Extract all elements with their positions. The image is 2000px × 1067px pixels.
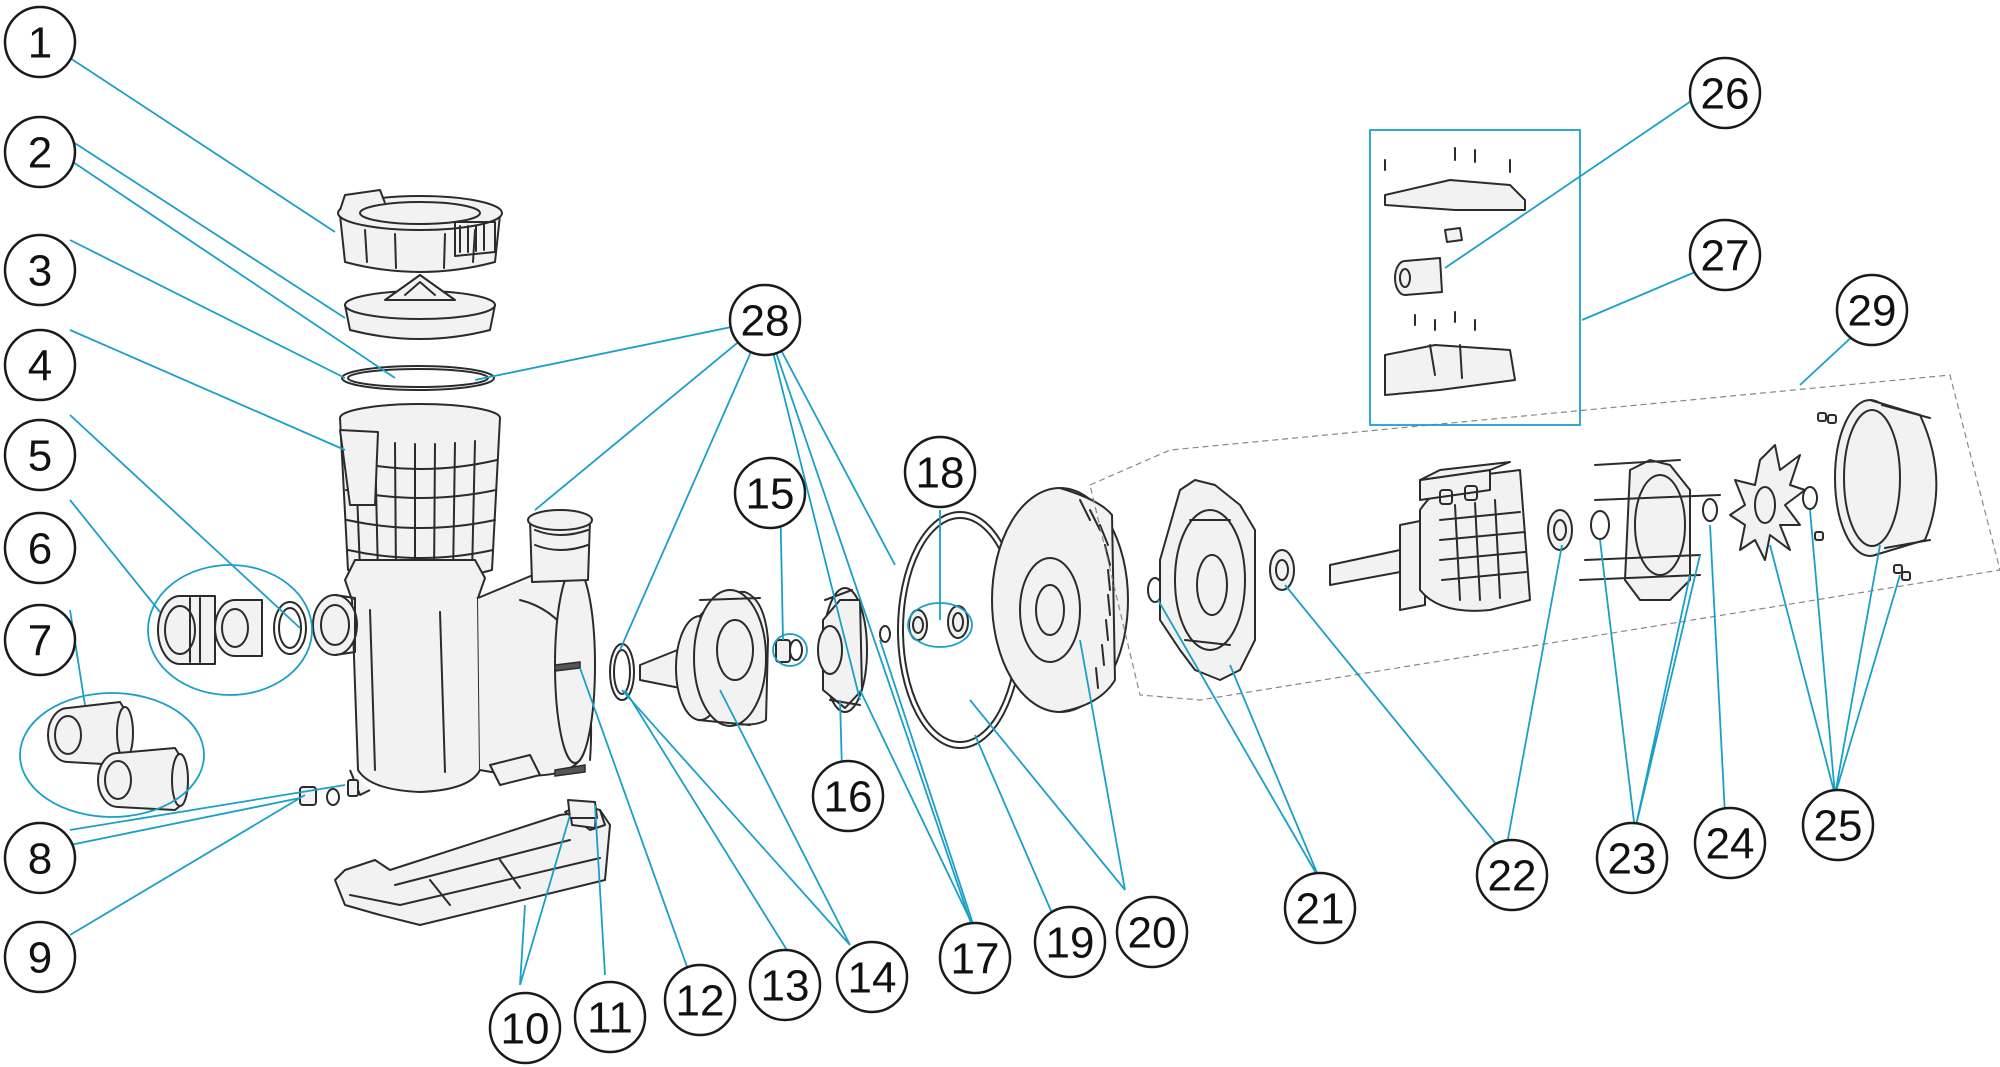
svg-text:8: 8	[28, 835, 52, 884]
part-strainer-basket	[339, 403, 501, 583]
callout-17: 17	[938, 921, 1012, 995]
callout-24: 24	[1693, 806, 1767, 880]
part-lid-ring	[337, 189, 503, 273]
part-suction-port	[312, 594, 358, 656]
part-drain-plug	[299, 779, 359, 806]
union-set-highlight	[147, 564, 313, 696]
callout-4: 4	[3, 328, 77, 402]
svg-text:9: 9	[28, 934, 52, 983]
part-rear-cover	[1579, 459, 1721, 601]
svg-text:18: 18	[916, 449, 965, 498]
terminal-box-frame	[1369, 129, 1581, 426]
svg-text:17: 17	[951, 935, 1000, 984]
svg-text:25: 25	[1814, 802, 1863, 851]
callout-2: 2	[3, 115, 77, 189]
callout-11: 11	[573, 980, 647, 1054]
callout-3: 3	[3, 233, 77, 307]
callout-23: 23	[1595, 821, 1669, 895]
svg-text:1: 1	[28, 19, 52, 68]
part-pump-base	[334, 799, 611, 926]
svg-text:27: 27	[1701, 232, 1750, 281]
callout-26: 26	[1688, 56, 1762, 130]
callout-10: 10	[488, 991, 562, 1065]
svg-text:26: 26	[1701, 70, 1750, 119]
callout-1: 1	[3, 5, 77, 79]
callout-6: 6	[3, 511, 77, 585]
callout-20: 20	[1115, 895, 1189, 969]
callout-27: 27	[1688, 218, 1762, 292]
part-motor-stator	[1329, 461, 1531, 612]
svg-text:28: 28	[741, 297, 790, 346]
svg-text:19: 19	[1046, 919, 1095, 968]
svg-text:3: 3	[28, 247, 52, 296]
svg-text:7: 7	[28, 617, 52, 666]
svg-text:11: 11	[587, 994, 633, 1043]
svg-text:5: 5	[28, 432, 52, 481]
callout-13: 13	[748, 948, 822, 1022]
part-mechanical-seal	[775, 639, 803, 663]
svg-text:23: 23	[1608, 835, 1657, 884]
callout-19: 19	[1033, 905, 1107, 979]
callout-5: 5	[3, 418, 77, 492]
callout-25: 25	[1801, 788, 1875, 862]
svg-text:29: 29	[1848, 287, 1897, 336]
part-impeller	[817, 587, 868, 713]
callout-15: 15	[733, 456, 807, 530]
part-union-set	[157, 595, 307, 665]
part-diffuser	[639, 589, 769, 727]
svg-text:14: 14	[848, 954, 897, 1003]
part-motor-flange	[1147, 479, 1256, 681]
part-cooling-fan	[1729, 444, 1818, 561]
part-bearings	[1269, 509, 1573, 591]
part-pipe-adaptors	[47, 701, 189, 811]
callout-18: 18	[903, 435, 977, 509]
svg-text:16: 16	[824, 773, 873, 822]
svg-text:15: 15	[746, 470, 795, 519]
svg-text:13: 13	[761, 962, 810, 1011]
svg-text:20: 20	[1128, 909, 1177, 958]
leader-lines	[69, 57, 1901, 986]
part-seal-plate	[991, 487, 1129, 713]
part-lid-o-ring	[341, 365, 495, 391]
callout-22: 22	[1475, 838, 1549, 912]
svg-text:10: 10	[501, 1005, 550, 1054]
callout-8: 8	[3, 821, 77, 895]
callout-14: 14	[835, 940, 909, 1014]
svg-text:24: 24	[1706, 820, 1755, 869]
seal-rings-highlight	[907, 602, 973, 648]
part-strainer-housing	[344, 509, 596, 796]
callout-21: 21	[1283, 871, 1357, 945]
svg-text:6: 6	[28, 525, 52, 574]
part-terminal-box	[1384, 147, 1526, 396]
svg-text:12: 12	[676, 977, 725, 1026]
svg-text:21: 21	[1296, 885, 1345, 934]
callout-28: 28	[728, 283, 802, 357]
part-fan-cover	[1814, 399, 1938, 581]
svg-text:2: 2	[28, 129, 52, 178]
part-strainer-lid	[344, 274, 496, 340]
callout-9: 9	[3, 920, 77, 994]
seal-highlight	[772, 633, 808, 667]
callout-16: 16	[811, 759, 885, 833]
callout-7: 7	[3, 603, 77, 677]
motor-assembly-frame	[1089, 374, 2000, 701]
callout-29: 29	[1835, 273, 1909, 347]
adaptors-highlight	[19, 692, 205, 818]
part-impeller-o-ring	[879, 625, 891, 643]
callout-12: 12	[663, 963, 737, 1037]
part-seal-rings	[908, 605, 969, 641]
svg-text:4: 4	[28, 342, 52, 391]
svg-text:22: 22	[1488, 852, 1537, 901]
